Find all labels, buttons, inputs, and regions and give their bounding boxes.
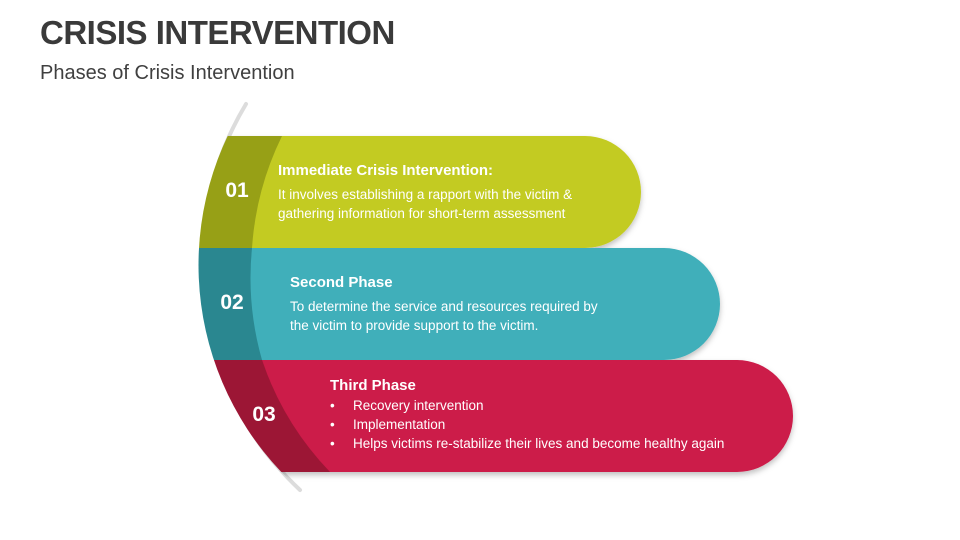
phase-1-text: Immediate Crisis Intervention: It involv… [278,162,618,223]
phase-number-3: 03 [252,403,276,426]
phase-2-text: Second Phase To determine the service an… [290,274,620,335]
list-item: Recovery intervention [330,396,770,415]
phase-1-body: It involves establishing a rapport with … [278,187,573,221]
list-item: Helps victims re-stabilize their lives a… [330,434,770,453]
list-item: Implementation [330,415,770,434]
page-title: CRISIS INTERVENTION [40,14,395,51]
phase-3-bullet-list: Recovery intervention Implementation Hel… [330,396,770,453]
phase-2-body: To determine the service and resources r… [290,299,598,333]
phase-band-2 [198,248,720,360]
phase-number-1: 01 [225,179,249,202]
phase-3-heading: Third Phase [330,377,416,394]
phase-2-heading: Second Phase [290,274,393,291]
phase-inner-arc-1 [198,136,282,248]
phase-number-2: 02 [220,291,244,314]
phase-1-heading: Immediate Crisis Intervention: [278,162,494,179]
phase-3-text: Third Phase Recovery intervention Implem… [330,377,770,453]
page-subtitle: Phases of Crisis Intervention [40,62,295,84]
